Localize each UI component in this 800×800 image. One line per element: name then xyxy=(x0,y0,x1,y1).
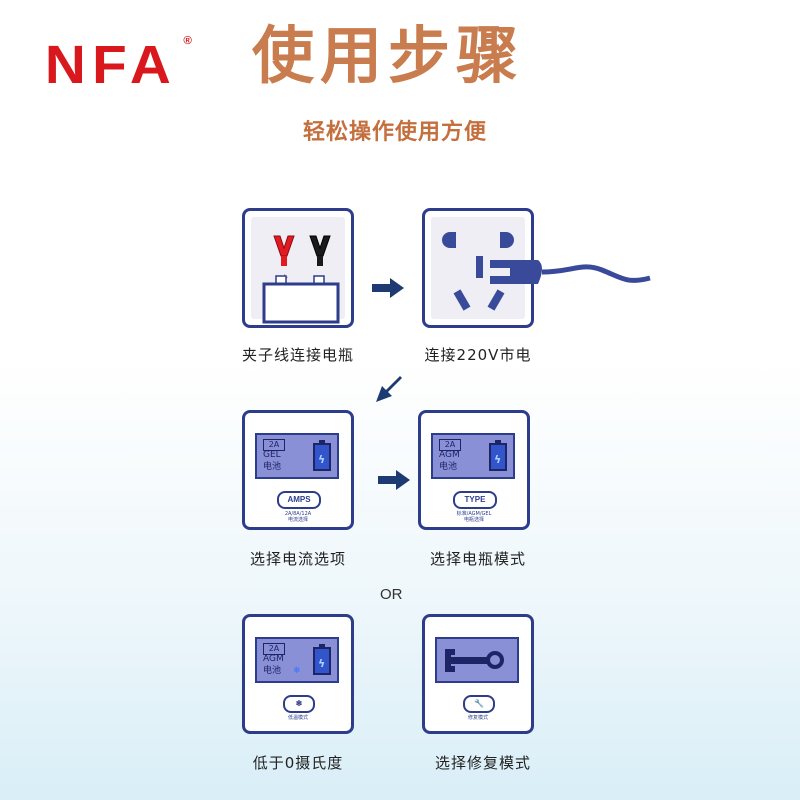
step-caption-6: 选择修复模式 xyxy=(434,754,531,772)
lcd-display: 2A AGM 电池 ϟ xyxy=(431,433,515,479)
button-note: 低温模式 xyxy=(287,715,308,721)
arrow-right-icon xyxy=(372,278,404,298)
step-caption-1: 夹子线连接电瓶 xyxy=(241,346,354,364)
button-note: 修复模式 xyxy=(467,715,488,721)
battery-icon: ϟ xyxy=(489,440,507,471)
repair-wrench-icon xyxy=(445,649,504,672)
repair-button[interactable]: 🔧 xyxy=(463,695,495,713)
or-label: OR xyxy=(380,586,403,603)
lcd-display xyxy=(435,637,519,683)
nfa-logo: NFA® xyxy=(44,35,192,95)
step-caption-4: 选择电瓶模式 xyxy=(429,550,526,568)
battery-icon: ϟ xyxy=(313,440,331,471)
step-caption-3: 选择电流选项 xyxy=(249,550,346,568)
snowflake-icon: ❄ xyxy=(293,666,301,676)
step-card-clamps: + − xyxy=(242,208,354,328)
step-card-repair: 🔧 修复模式 xyxy=(422,614,534,734)
amps-button[interactable]: AMPS xyxy=(277,491,321,509)
page-subtitle: 轻松操作使用方便 xyxy=(302,120,487,145)
lcd-display: 2A AGM 电池 ❄ ϟ xyxy=(255,637,339,683)
power-socket-plug-icon xyxy=(442,232,651,311)
arrow-down-left-icon xyxy=(376,376,402,402)
step-card-low-temp: 2A AGM 电池 ❄ ϟ ❄ 低温模式 xyxy=(242,614,354,734)
battery-clamps-icon: + − xyxy=(262,235,340,324)
lcd-display: 2A GEL 电池 ϟ xyxy=(255,433,339,479)
arrow-right-icon xyxy=(378,470,410,490)
step-caption-2: 连接220V市电 xyxy=(424,346,532,364)
step-caption-5: 低于0摄氏度 xyxy=(252,754,344,772)
low-temp-button[interactable]: ❄ xyxy=(283,695,315,713)
battery-icon: ϟ xyxy=(313,644,331,675)
step-card-socket xyxy=(422,208,651,328)
page-title: 使用步骤 xyxy=(252,19,525,92)
type-button[interactable]: TYPE xyxy=(453,491,497,509)
